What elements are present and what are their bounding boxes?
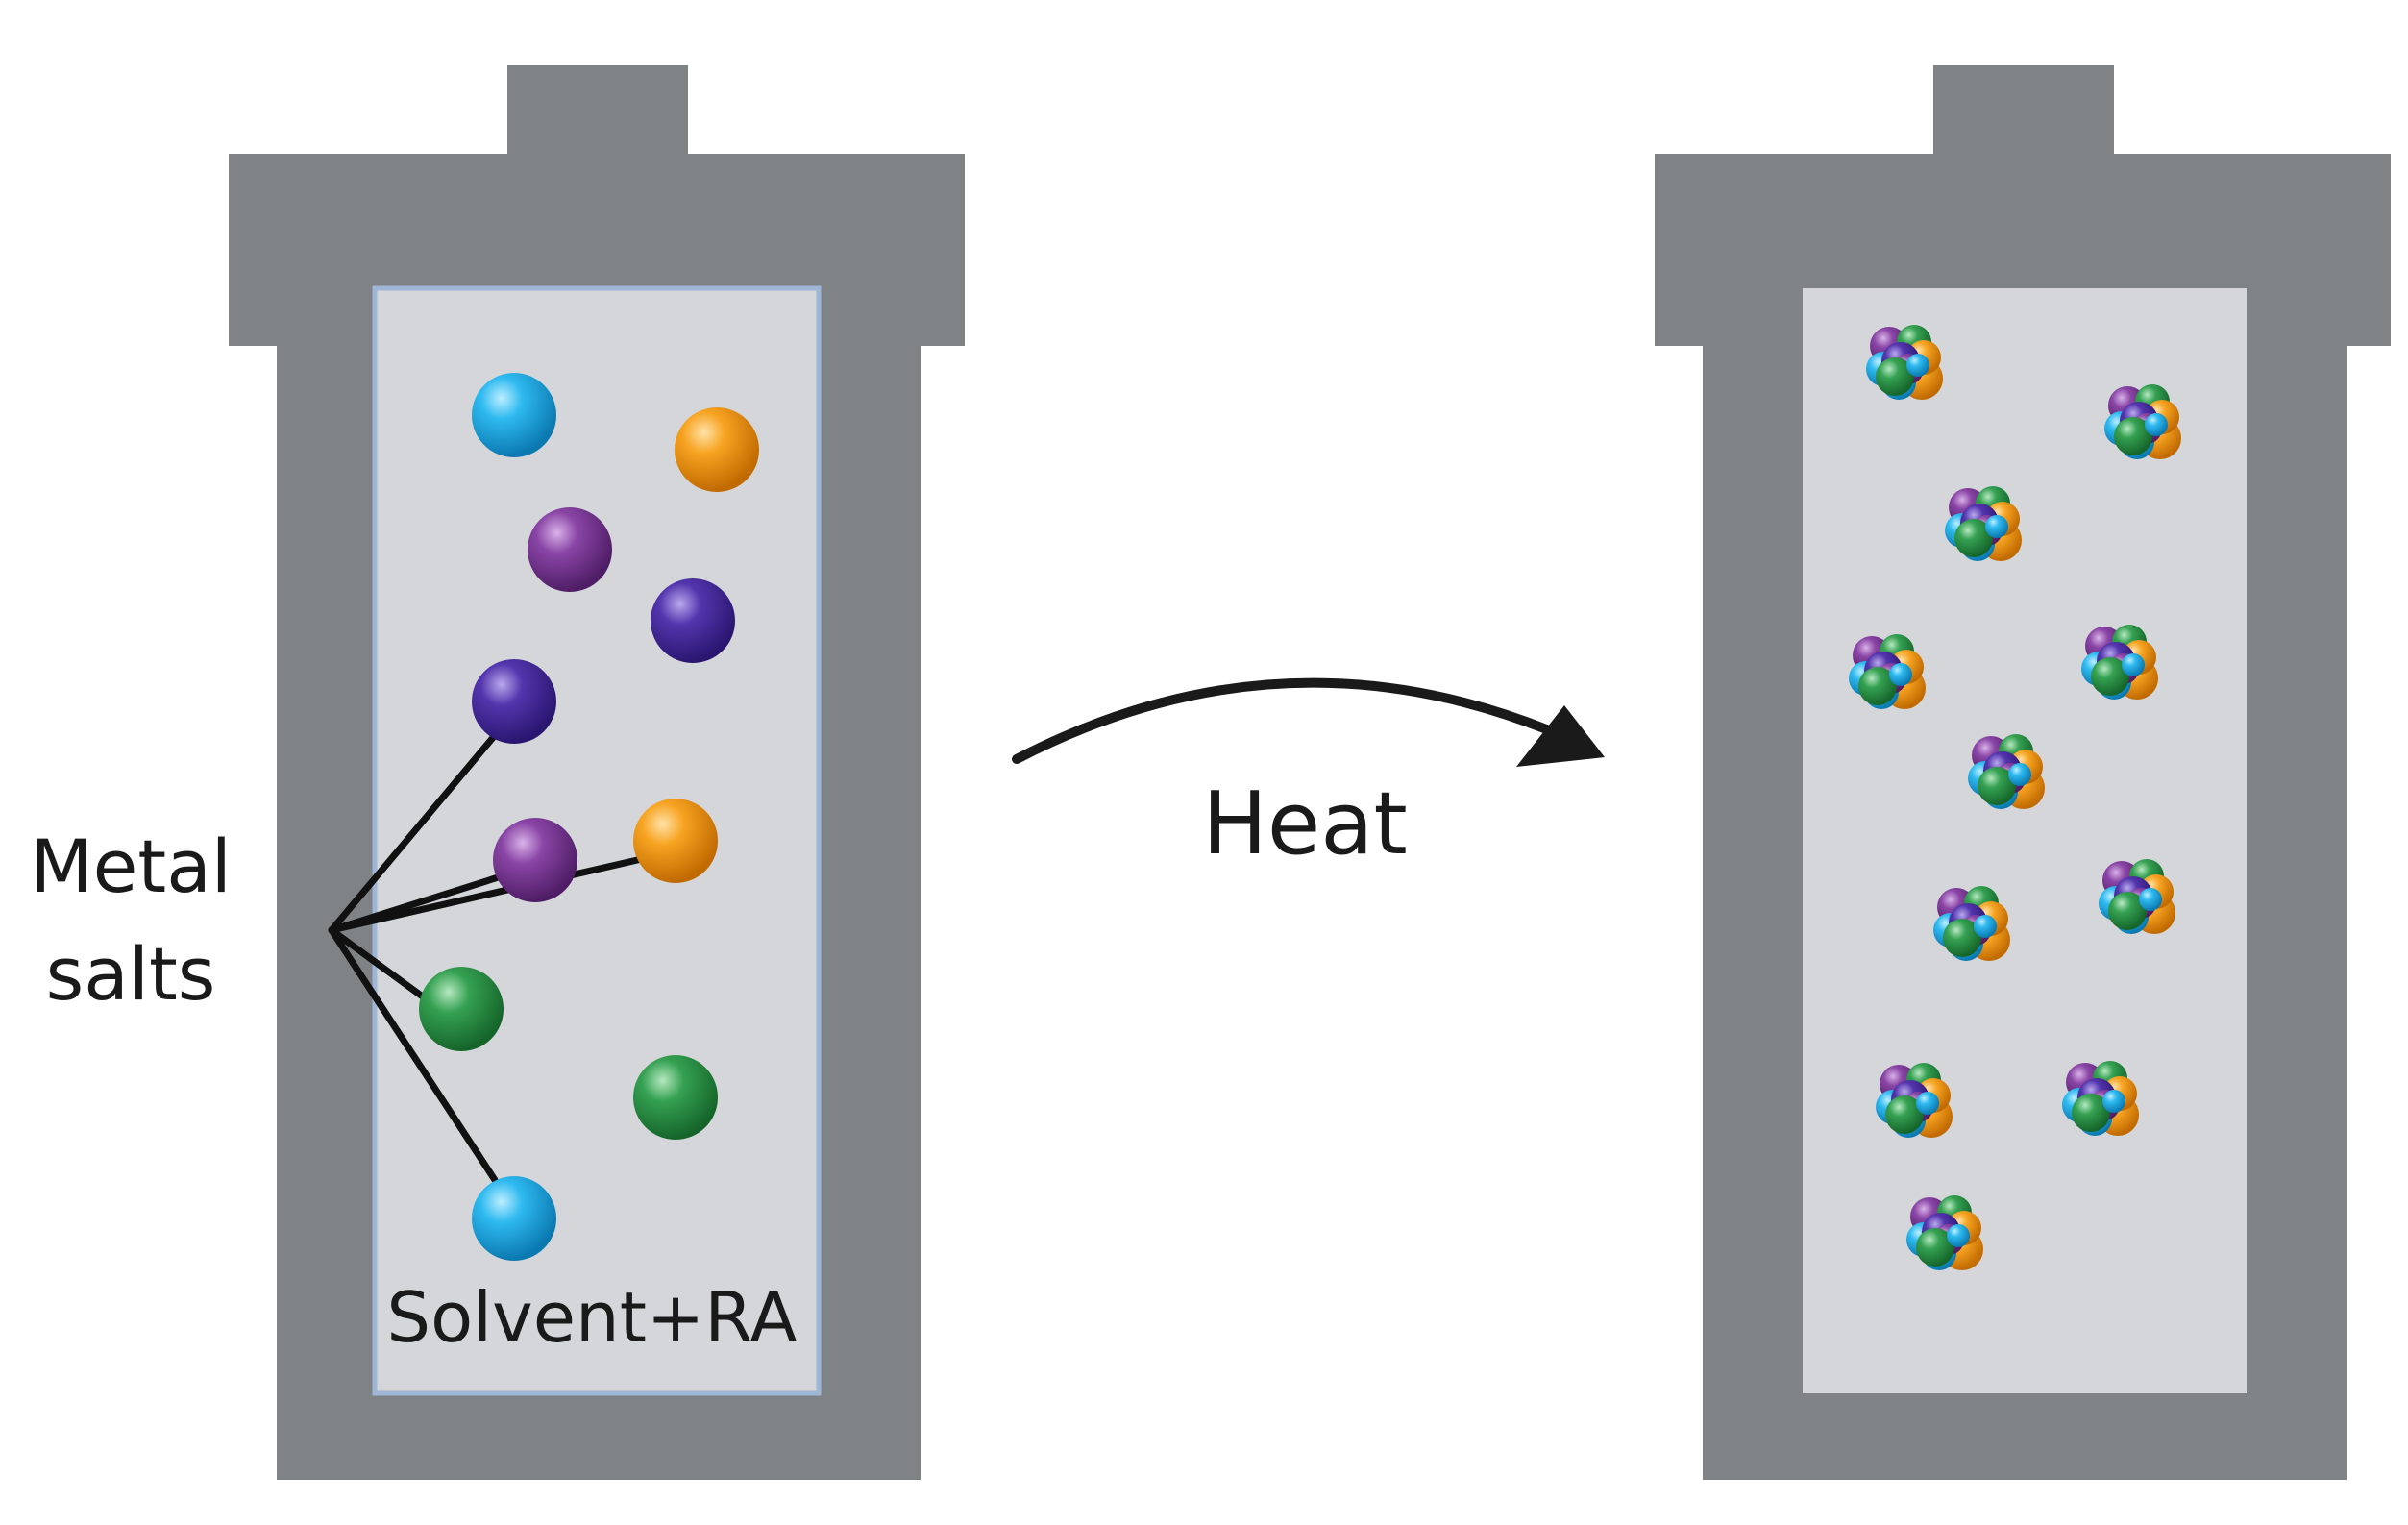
sphere-icon (472, 373, 556, 457)
left-vessel (229, 65, 965, 1480)
metal-salts-pointers (328, 730, 650, 1184)
right-vessel-liquid (1803, 288, 2247, 1393)
pointer-line-orange (328, 854, 650, 934)
sphere-icon (675, 407, 759, 492)
sphere-icon (419, 967, 504, 1051)
pointer-line-cyan (328, 926, 499, 1184)
sphere-icon (651, 578, 735, 663)
sphere-icon (472, 1176, 556, 1261)
pointer-line-indigo (328, 730, 500, 934)
metal-salts-label-line2: salts (46, 931, 216, 1017)
arrow-shaft (1012, 677, 1554, 764)
sphere-icon (528, 507, 612, 592)
sphere-icon (633, 1055, 718, 1140)
arrow-head (1516, 705, 1605, 767)
right-vessel-knob (1933, 65, 2114, 161)
metal-salts-label-line1: Metal (30, 824, 232, 909)
curved-arrow-icon (1012, 677, 1605, 767)
left-vessel-knob (507, 65, 688, 161)
solvent-label: Solvent+RA (386, 1277, 797, 1358)
right-vessel (1655, 65, 2391, 1480)
sphere-icon (633, 799, 718, 883)
heat-label: Heat (1202, 774, 1408, 874)
pointer-line-green (328, 926, 438, 1009)
sphere-icon (472, 659, 556, 744)
metal-ions (419, 373, 759, 1261)
sphere-icon (493, 818, 577, 902)
